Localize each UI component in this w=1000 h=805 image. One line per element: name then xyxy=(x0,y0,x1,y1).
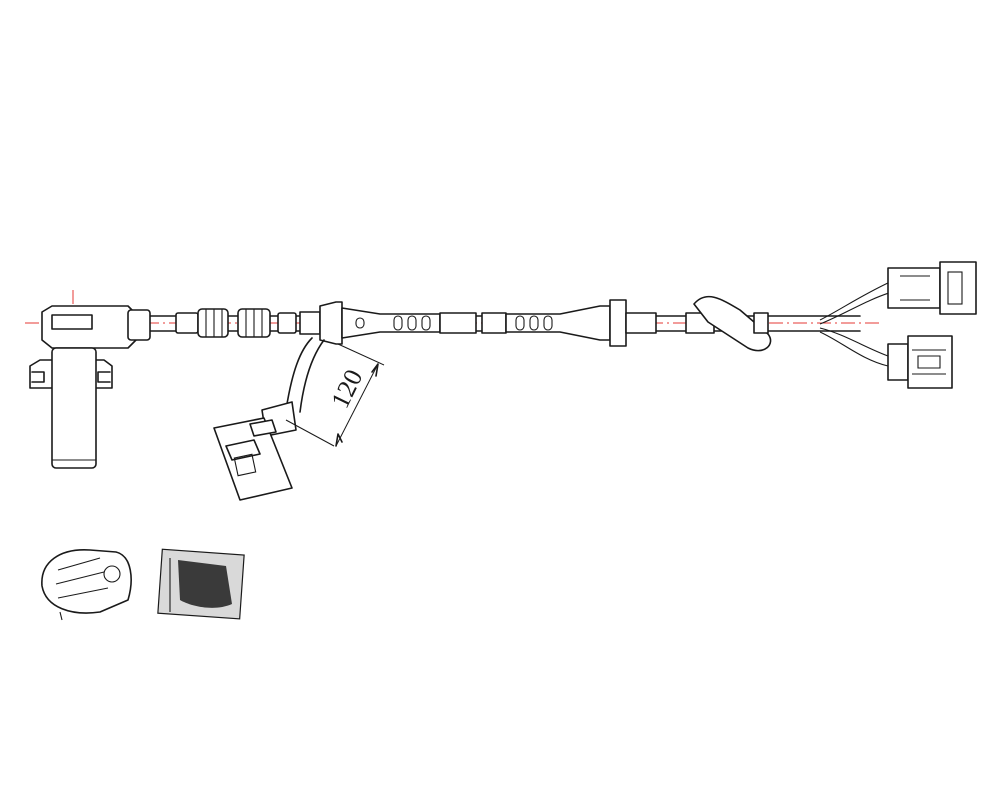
dimension-label: 120 xyxy=(325,365,368,413)
speed-sensor xyxy=(29,305,151,469)
grommet-1 xyxy=(197,308,229,338)
connector-bottom xyxy=(887,335,953,389)
grommet-2 xyxy=(237,308,271,338)
cable-clip xyxy=(685,295,772,352)
split-wires xyxy=(819,281,893,367)
branch-connector xyxy=(213,417,293,501)
middle-grommet xyxy=(481,299,657,347)
spring-sleeve xyxy=(41,549,132,621)
connector-top xyxy=(887,261,977,315)
sleeve-1 xyxy=(175,312,199,334)
sleeve-2 xyxy=(277,312,297,334)
grease-packet xyxy=(157,548,245,620)
junction-left xyxy=(299,301,477,345)
dimension-120: 120 xyxy=(285,343,385,447)
